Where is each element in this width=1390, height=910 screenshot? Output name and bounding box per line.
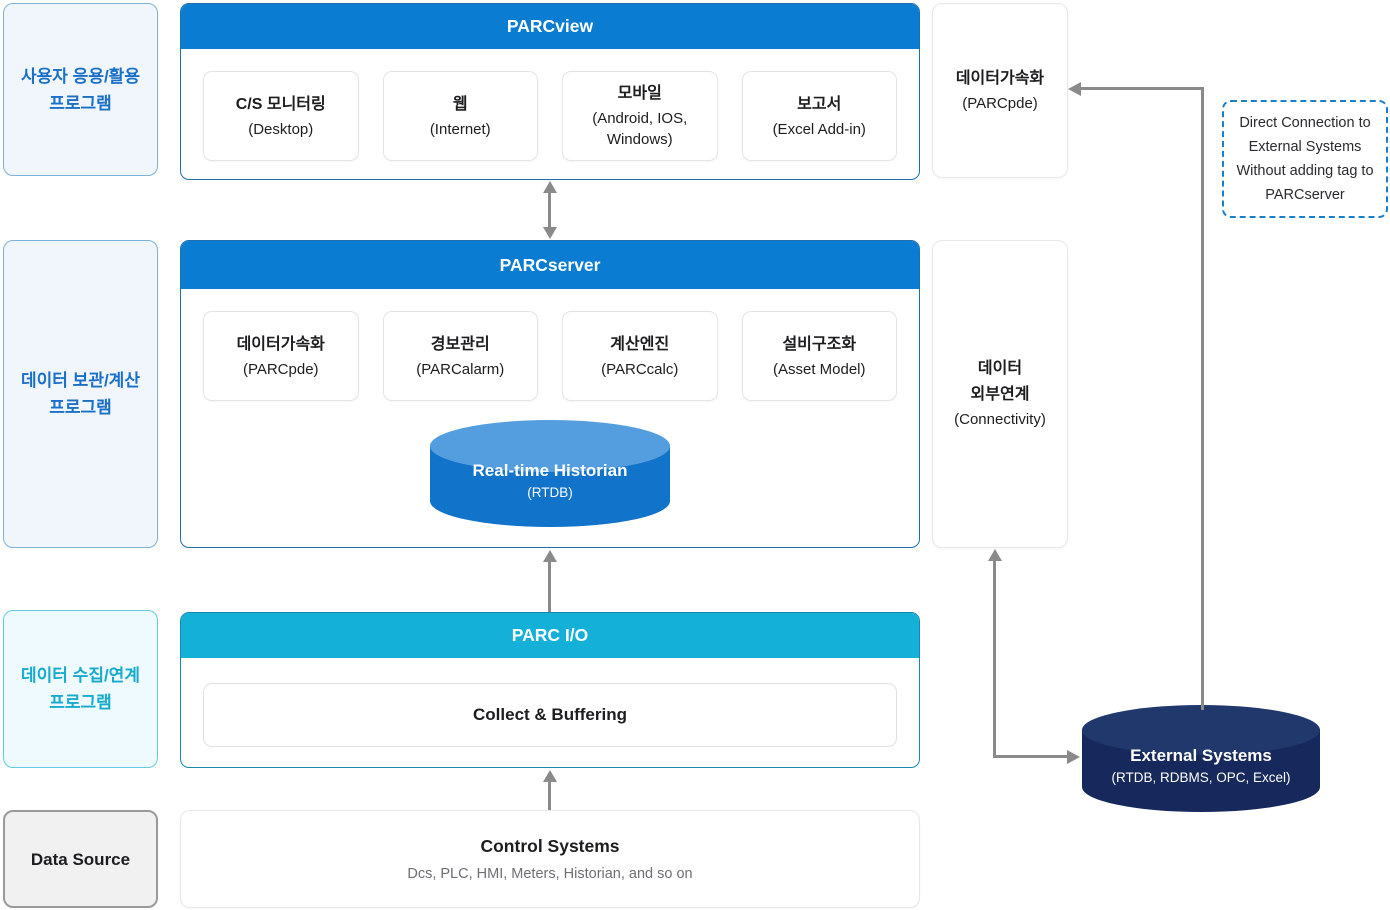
card-subtitle: (Desktop): [248, 120, 314, 138]
card-title: 모바일: [617, 85, 662, 102]
card-mobile: 모바일 (Android, IOS, Windows): [562, 71, 718, 161]
external-systems-subtitle: (RTDB, RDBMS, OPC, Excel): [1111, 770, 1291, 785]
cylinder-label: Real-time Historian (RTDB): [430, 420, 670, 527]
arrowhead-up-icon: [987, 549, 1002, 561]
pde-subtitle: (PARCpde): [962, 94, 1038, 112]
card-calc: 계산엔진 (PARCcalc): [562, 311, 718, 401]
connector-control-io-line: [548, 780, 551, 810]
connector-external-pde-horizontal: [1080, 87, 1204, 90]
card-subtitle: (Excel Add-in): [772, 120, 866, 138]
card-report: 보고서 (Excel Add-in): [741, 71, 897, 161]
arrowhead-down-icon: [542, 227, 557, 239]
connector-io-server-line: [548, 560, 551, 612]
historian-title: Real-time Historian: [472, 461, 628, 480]
external-systems-title: External Systems: [1130, 746, 1272, 765]
arrowhead-up-icon: [542, 770, 557, 782]
data-source-label: Data Source: [30, 849, 131, 869]
side-label-line: 데이터 수집/연계: [21, 666, 140, 685]
note-line: PARCserver: [1265, 187, 1345, 203]
parcio-header: PARC I/O: [181, 613, 919, 658]
pde-title: 데이터가속화: [955, 69, 1045, 87]
connectivity-box: 데이터 외부연계 (Connectivity): [932, 240, 1068, 548]
parcview-cards: C/S 모니터링 (Desktop) 웹 (Internet) 모바일 (And…: [181, 49, 919, 179]
parcserver-header: PARCserver: [181, 241, 919, 289]
connector-external-connectivity-vertical: [993, 559, 996, 758]
connector-external-connectivity-horizontal: [993, 755, 1067, 758]
control-systems-box: Control Systems Dcs, PLC, HMI, Meters, H…: [180, 810, 920, 908]
card-pde: 데이터가속화 (PARCpde): [203, 311, 359, 401]
side-label-line: 프로그램: [49, 93, 112, 113]
side-label-line: 프로그램: [49, 693, 112, 712]
cylinder-top: [430, 420, 670, 472]
card-subtitle: (PARCalarm): [416, 360, 505, 378]
connector-view-server-line: [548, 190, 551, 230]
card-subtitle: (Android, IOS, Windows): [592, 110, 688, 148]
note-line: Direct Connection to: [1239, 115, 1371, 131]
data-source-box: Data Source: [3, 810, 158, 908]
control-systems-subtitle: Dcs, PLC, HMI, Meters, Historian, and so…: [407, 866, 693, 882]
card-cs-monitoring: C/S 모니터링 (Desktop): [203, 71, 359, 161]
note-line: External Systems: [1248, 139, 1362, 155]
parcio-panel: PARC I/O Collect & Buffering: [180, 612, 920, 768]
pde-box: 데이터가속화 (PARCpde): [932, 3, 1068, 178]
historian-subtitle: (RTDB): [527, 485, 573, 500]
card-title: C/S 모니터링: [235, 95, 326, 113]
cylinder-top: [1082, 705, 1320, 755]
connectivity-line: 데이터: [977, 360, 1023, 377]
card-subtitle: (PARCpde): [242, 360, 319, 378]
control-systems-title: Control Systems: [480, 836, 620, 856]
arrowhead-up-icon: [542, 550, 557, 562]
collect-buffering-card: Collect & Buffering: [203, 683, 897, 747]
connectivity-subtitle: (Connectivity): [954, 411, 1046, 428]
card-title: 웹: [452, 95, 468, 113]
direct-connection-note: Direct Connection to External Systems Wi…: [1222, 100, 1388, 218]
side-label-line: 데이터 보관/계산: [21, 371, 140, 390]
card-title: 계산엔진: [610, 335, 670, 353]
card-title: 데이터가속화: [236, 335, 325, 353]
parcserver-panel: PARCserver 데이터가속화 (PARCpde) 경보관리 (PARCal…: [180, 240, 920, 548]
card-title: 설비구조화: [782, 335, 857, 353]
realtime-historian-cylinder: Real-time Historian (RTDB): [430, 420, 670, 527]
card-title: 보고서: [797, 95, 842, 113]
side-label-storage-calc: 데이터 보관/계산 프로그램: [3, 240, 158, 548]
card-alarm: 경보관리 (PARCalarm): [382, 311, 538, 401]
card-subtitle: (Internet): [429, 120, 491, 138]
side-label-collect-link: 데이터 수집/연계 프로그램: [3, 610, 158, 768]
card-asset-model: 설비구조화 (Asset Model): [741, 311, 897, 401]
card-subtitle: (PARCcalc): [601, 360, 679, 378]
parcview-header: PARCview: [181, 4, 919, 49]
connectivity-line: 외부연계: [970, 386, 1030, 403]
side-label-user-apps: 사용자 응용/활용 프로그램: [3, 3, 158, 176]
parcserver-cards: 데이터가속화 (PARCpde) 경보관리 (PARCalarm) 계산엔진 (…: [181, 289, 919, 423]
note-line: Without adding tag to: [1236, 163, 1374, 179]
card-subtitle: (Asset Model): [772, 360, 866, 378]
side-label-line: 사용자 응용/활용: [21, 66, 140, 86]
connector-external-pde-vertical: [1201, 87, 1204, 710]
card-web: 웹 (Internet): [382, 71, 538, 161]
card-title: 경보관리: [430, 335, 490, 353]
parcview-panel: PARCview C/S 모니터링 (Desktop) 웹 (Internet)…: [180, 3, 920, 180]
arrowhead-left-icon: [1068, 81, 1081, 96]
arrowhead-up-icon: [542, 181, 557, 193]
side-label-line: 프로그램: [49, 398, 112, 417]
external-systems-cylinder: External Systems (RTDB, RDBMS, OPC, Exce…: [1082, 705, 1320, 812]
cylinder-label: External Systems (RTDB, RDBMS, OPC, Exce…: [1082, 705, 1320, 812]
arrowhead-right-icon: [1067, 749, 1080, 764]
